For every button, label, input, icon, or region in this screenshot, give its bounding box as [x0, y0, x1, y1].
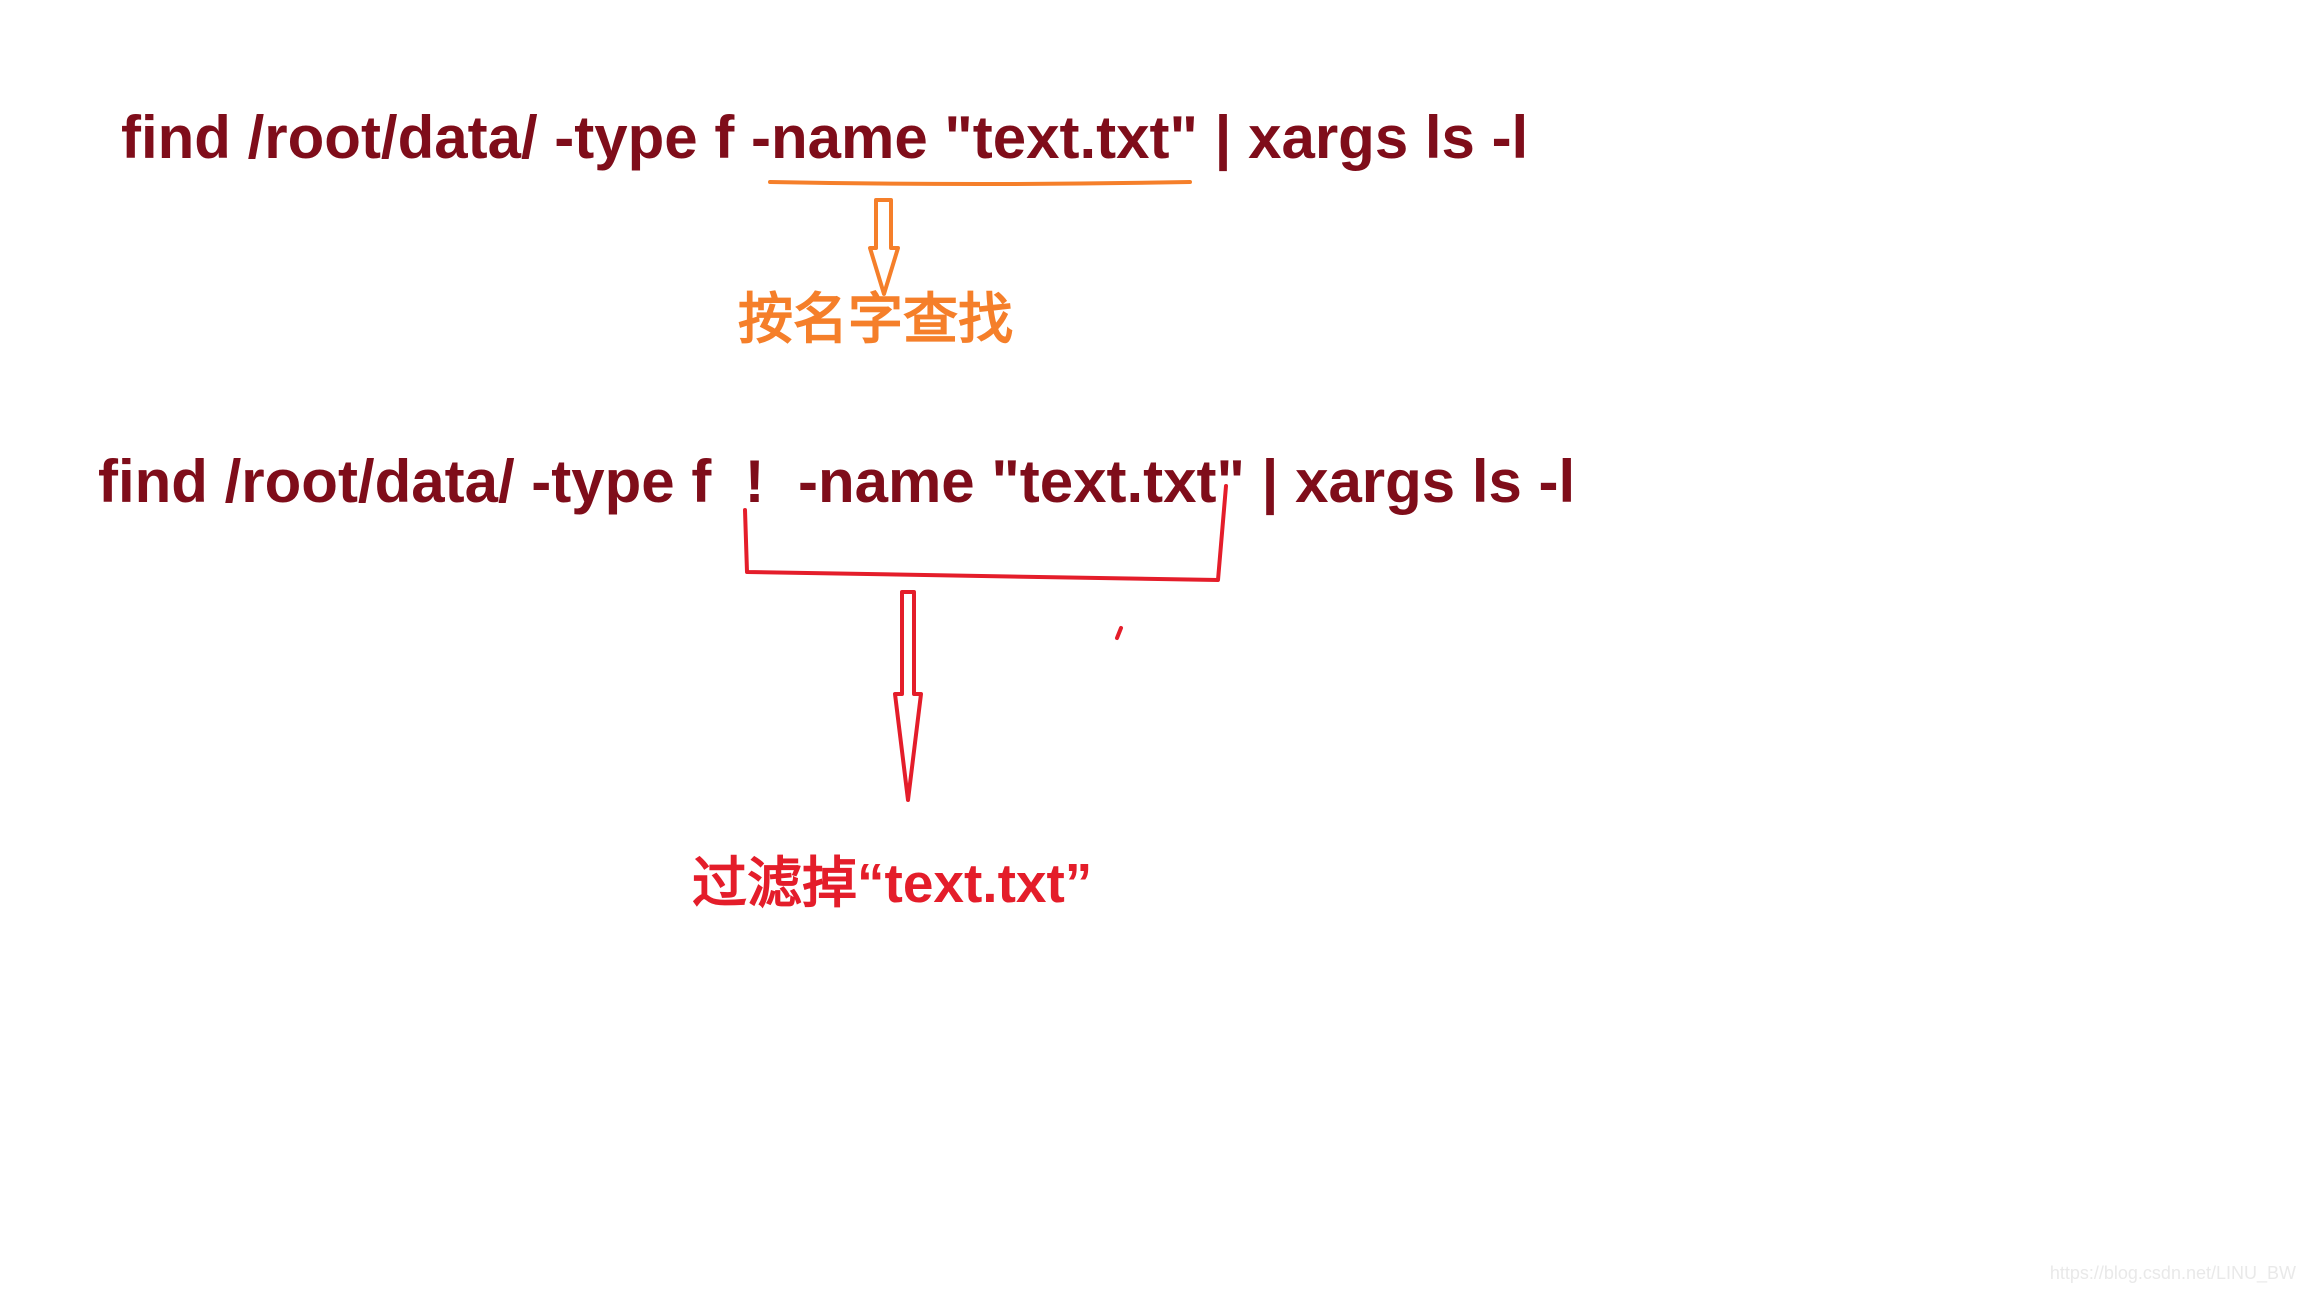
orange-underline [768, 180, 1192, 186]
red-down-arrow-icon [893, 590, 923, 802]
command-line-name-exclude: find /root/data/ -type f ! -name "text.t… [98, 448, 1576, 515]
red-tick-mark [1115, 626, 1123, 640]
orange-down-arrow-icon [868, 198, 900, 296]
watermark: https://blog.csdn.net/LINU_BW [2049, 1263, 2296, 1283]
annotation-find-by-name: 按名字查找 [738, 288, 1014, 350]
command-line-name-search: find /root/data/ -type f -name "text.txt… [121, 104, 1529, 171]
annotation-filter-out: 过滤掉“text.txt” [692, 852, 1093, 914]
